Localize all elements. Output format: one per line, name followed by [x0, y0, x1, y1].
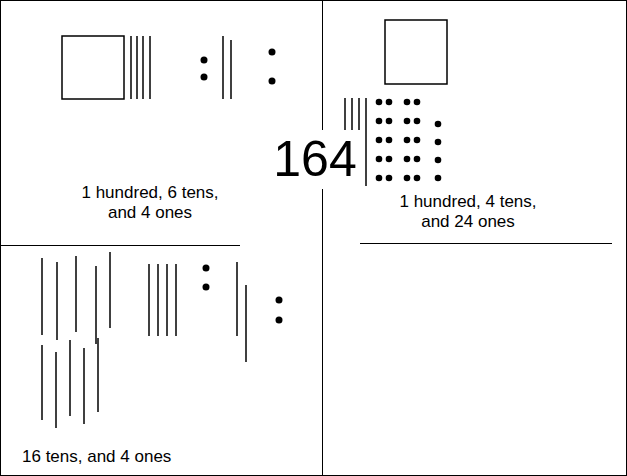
ten-rod: [95, 266, 97, 344]
one-dot: [386, 137, 393, 144]
ten-rod: [157, 264, 159, 336]
one-dot: [404, 118, 411, 125]
one-dot: [269, 78, 276, 85]
one-dot: [276, 297, 283, 304]
hundred-square: [62, 36, 124, 99]
one-dot: [269, 49, 276, 56]
divider-line: [0, 245, 240, 246]
ten-rod: [245, 285, 247, 362]
ones-group: [203, 265, 283, 324]
one-dot: [376, 156, 383, 163]
ten-rod: [41, 258, 43, 335]
one-dot: [414, 99, 421, 106]
one-dot: [414, 156, 421, 163]
ten-rod: [230, 40, 232, 99]
caption-text: 1 hundred, 4 tens, and 24 ones: [388, 192, 548, 232]
ones-group: [376, 99, 442, 182]
one-dot: [376, 175, 383, 182]
one-dot: [435, 139, 442, 146]
one-dot: [376, 118, 383, 125]
ten-rod: [56, 262, 58, 340]
divider-line: [360, 243, 612, 244]
ten-rod: [148, 264, 150, 336]
one-dot: [203, 284, 210, 291]
ten-rod: [130, 36, 132, 99]
number-title: 164: [269, 130, 361, 189]
ten-rod: [166, 264, 168, 336]
one-dot: [386, 175, 393, 182]
ones-group: [201, 49, 276, 85]
ten-rod: [149, 36, 151, 99]
one-dot: [435, 121, 442, 128]
ten-rod: [83, 348, 85, 424]
one-dot: [203, 265, 210, 272]
ten-rod: [222, 36, 224, 99]
ten-rod: [365, 98, 367, 186]
ten-rod: [97, 338, 99, 412]
one-dot: [435, 157, 442, 164]
one-dot: [276, 317, 283, 324]
blocks-group: [62, 36, 231, 99]
blocks-group: [42, 252, 246, 428]
one-dot: [386, 118, 393, 125]
one-dot: [376, 99, 383, 106]
one-dot: [386, 156, 393, 163]
caption-text: 16 tens, and 4 ones: [22, 447, 174, 467]
one-dot: [404, 137, 411, 144]
hundred-square: [385, 20, 447, 84]
one-dot: [376, 137, 383, 144]
caption-text: 1 hundred, 6 tens, and 4 ones: [70, 183, 230, 223]
ten-rod: [236, 262, 238, 336]
one-dot: [404, 156, 411, 163]
one-dot: [414, 137, 421, 144]
ten-rod: [75, 256, 77, 332]
divider-line: [322, 0, 323, 476]
one-dot: [386, 99, 393, 106]
ten-rod: [41, 345, 43, 420]
ten-rod: [175, 264, 177, 336]
ten-rod: [55, 352, 57, 428]
one-dot: [404, 99, 411, 106]
one-dot: [435, 175, 442, 182]
one-dot: [414, 118, 421, 125]
ten-rod: [109, 252, 111, 328]
one-dot: [404, 175, 411, 182]
ten-rod: [69, 340, 71, 416]
one-dot: [414, 175, 421, 182]
one-dot: [201, 74, 208, 81]
ten-rod: [142, 36, 144, 99]
one-dot: [201, 57, 208, 64]
ten-rod: [136, 36, 138, 99]
